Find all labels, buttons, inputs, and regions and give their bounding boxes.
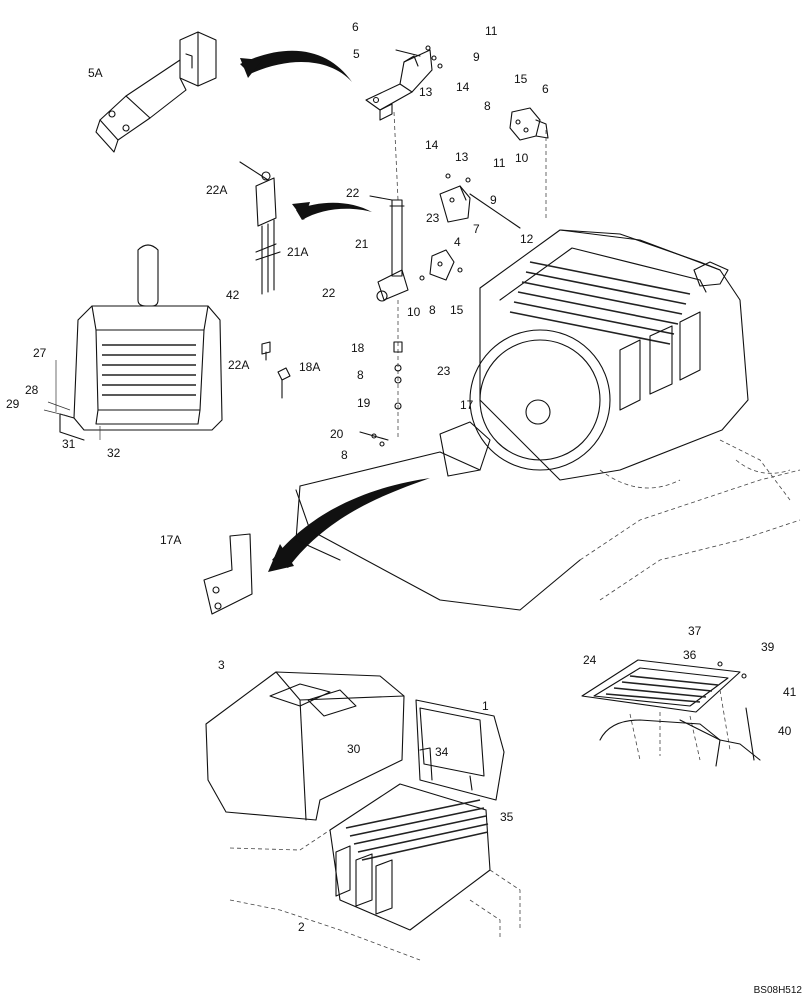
callout-22-mid: 22: [322, 286, 336, 300]
callout-29: 29: [6, 397, 20, 411]
drawing-code: BS08H512: [753, 985, 802, 996]
callout-36: 36: [683, 648, 697, 662]
callout-12: 12: [520, 232, 534, 246]
callout-1: 1: [482, 699, 489, 713]
callout-6-top: 6: [352, 20, 359, 34]
callout-8-mid: 8: [429, 303, 436, 317]
callout-14-top: 14: [456, 80, 470, 94]
callout-39: 39: [761, 640, 775, 654]
callout-8-right: 8: [484, 99, 491, 113]
callout-11-mid: 11: [493, 156, 506, 170]
arrow-mid: [296, 202, 372, 220]
callout-22-top: 22: [346, 186, 360, 200]
lower-hood-grill: [345, 799, 489, 861]
callout-42: 42: [226, 288, 240, 302]
callout-28: 28: [25, 383, 39, 397]
callout-30: 30: [347, 742, 361, 756]
hood-grill: [509, 261, 691, 345]
hood-assembly-bottom: [205, 671, 521, 961]
small-bracket-right: [509, 107, 549, 220]
callout-37: 37: [688, 624, 702, 638]
arrowhead-mid: [292, 202, 310, 220]
callout-5: 5: [353, 47, 360, 61]
callout-23-mid: 23: [437, 364, 451, 378]
fastener-stack: [359, 341, 403, 447]
callout-15-mid: 15: [450, 303, 464, 317]
bracket-7: [439, 173, 521, 229]
callout-24: 24: [583, 653, 597, 667]
arrow-bottom: [272, 478, 430, 568]
callout-27: 27: [33, 346, 47, 360]
callout-8-lower: 8: [341, 448, 348, 462]
seat-screen-assembly: [43, 244, 223, 441]
callout-9-mid: 9: [490, 193, 497, 207]
handle-22a-assembly: [239, 161, 281, 295]
callout-32: 32: [107, 446, 121, 460]
callout-2: 2: [298, 920, 305, 934]
callout-13-mid: 13: [455, 150, 469, 164]
callout-18: 18: [351, 341, 365, 355]
callout-13-top: 13: [419, 85, 433, 99]
callout-21a: 21A: [287, 245, 309, 259]
callout-23-top: 23: [426, 211, 440, 225]
callout-19: 19: [357, 396, 371, 410]
panel-grill: [605, 675, 719, 703]
arrow-top: [240, 50, 352, 82]
callout-14-mid: 14: [425, 138, 439, 152]
small-parts-22a-18a: [261, 341, 291, 399]
callout-41: 41: [783, 685, 797, 699]
bracket-5a-drawing: [95, 31, 217, 153]
callout-22a-top: 22A: [206, 183, 228, 197]
callout-10-right: 10: [515, 151, 529, 165]
arrowhead-bottom: [268, 544, 294, 572]
callout-15-right: 15: [514, 72, 528, 86]
callout-20: 20: [330, 427, 344, 441]
callout-10-mid: 10: [407, 305, 421, 319]
lever-21: [369, 195, 463, 440]
mirror-bracket-top: [365, 45, 443, 201]
callout-17: 17: [460, 398, 474, 412]
bracket-17a: [203, 533, 253, 615]
callout-22a-mid: 22A: [228, 358, 250, 372]
callout-34: 34: [435, 745, 449, 759]
callout-11-top: 11: [485, 24, 498, 38]
callout-8-stack: 8: [357, 368, 364, 382]
callout-3: 3: [218, 658, 225, 672]
callout-7: 7: [473, 222, 480, 236]
callout-5a: 5A: [88, 66, 103, 80]
callout-35: 35: [500, 810, 514, 824]
panel-24-assembly: [581, 659, 761, 767]
callout-4: 4: [454, 235, 461, 249]
callout-21: 21: [355, 237, 369, 251]
callout-18a: 18A: [299, 360, 321, 374]
callout-6-right: 6: [542, 82, 549, 96]
arrowhead-top: [240, 58, 262, 78]
callout-40: 40: [778, 724, 792, 738]
callout-9-top: 9: [473, 50, 480, 64]
tractor-chassis: [295, 229, 801, 611]
callout-17a: 17A: [160, 533, 182, 547]
callout-31: 31: [62, 437, 76, 451]
seat-grill: [102, 344, 196, 396]
